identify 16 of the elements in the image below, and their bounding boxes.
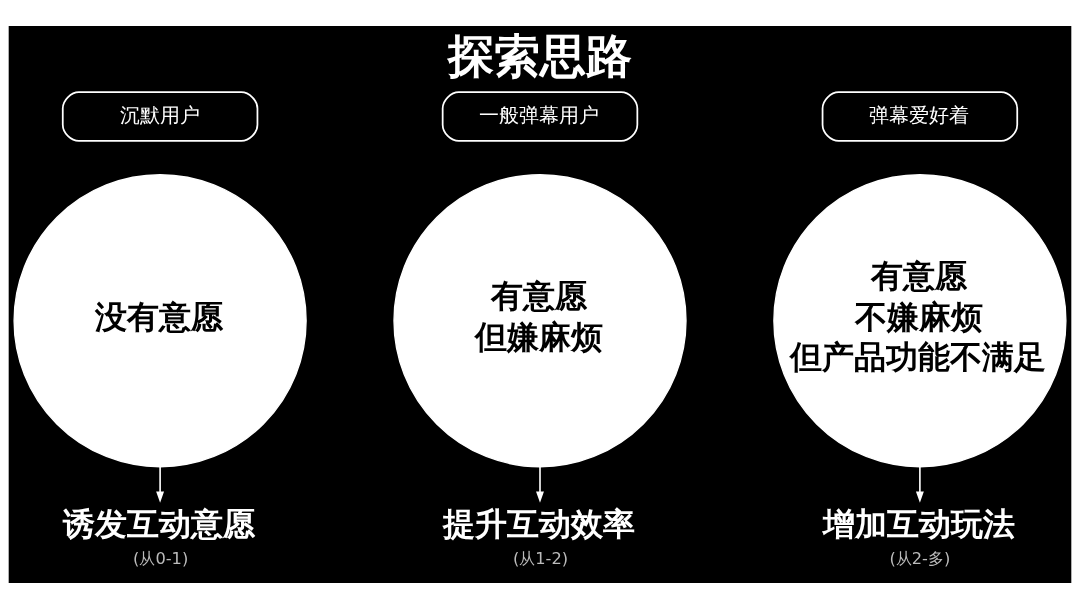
node-box: 弹幕爱好着	[821, 90, 1019, 142]
node-circle: 有意愿 不嫌麻烦 但产品功能不满足	[773, 173, 1067, 467]
node-circle: 没有意愿	[13, 173, 307, 467]
diagram-title: 探索思路	[448, 28, 633, 83]
node-circle: 有意愿 但嫌麻烦	[393, 173, 687, 467]
node-box: 沉默用户	[61, 90, 259, 142]
arrow	[536, 465, 544, 503]
node-text: 增加互动玩法	[822, 504, 1015, 543]
node-box: 一般弹幕用户	[441, 90, 639, 142]
arrow	[915, 465, 924, 503]
node-label: (从0-1)	[133, 548, 189, 568]
node-label: (从1-2)	[512, 548, 569, 568]
node-text: 诱发互动意愿	[62, 504, 255, 543]
arrow	[156, 465, 165, 503]
node-label: (从2-多)	[889, 548, 951, 568]
node-text: 提升互动效率	[442, 504, 635, 543]
